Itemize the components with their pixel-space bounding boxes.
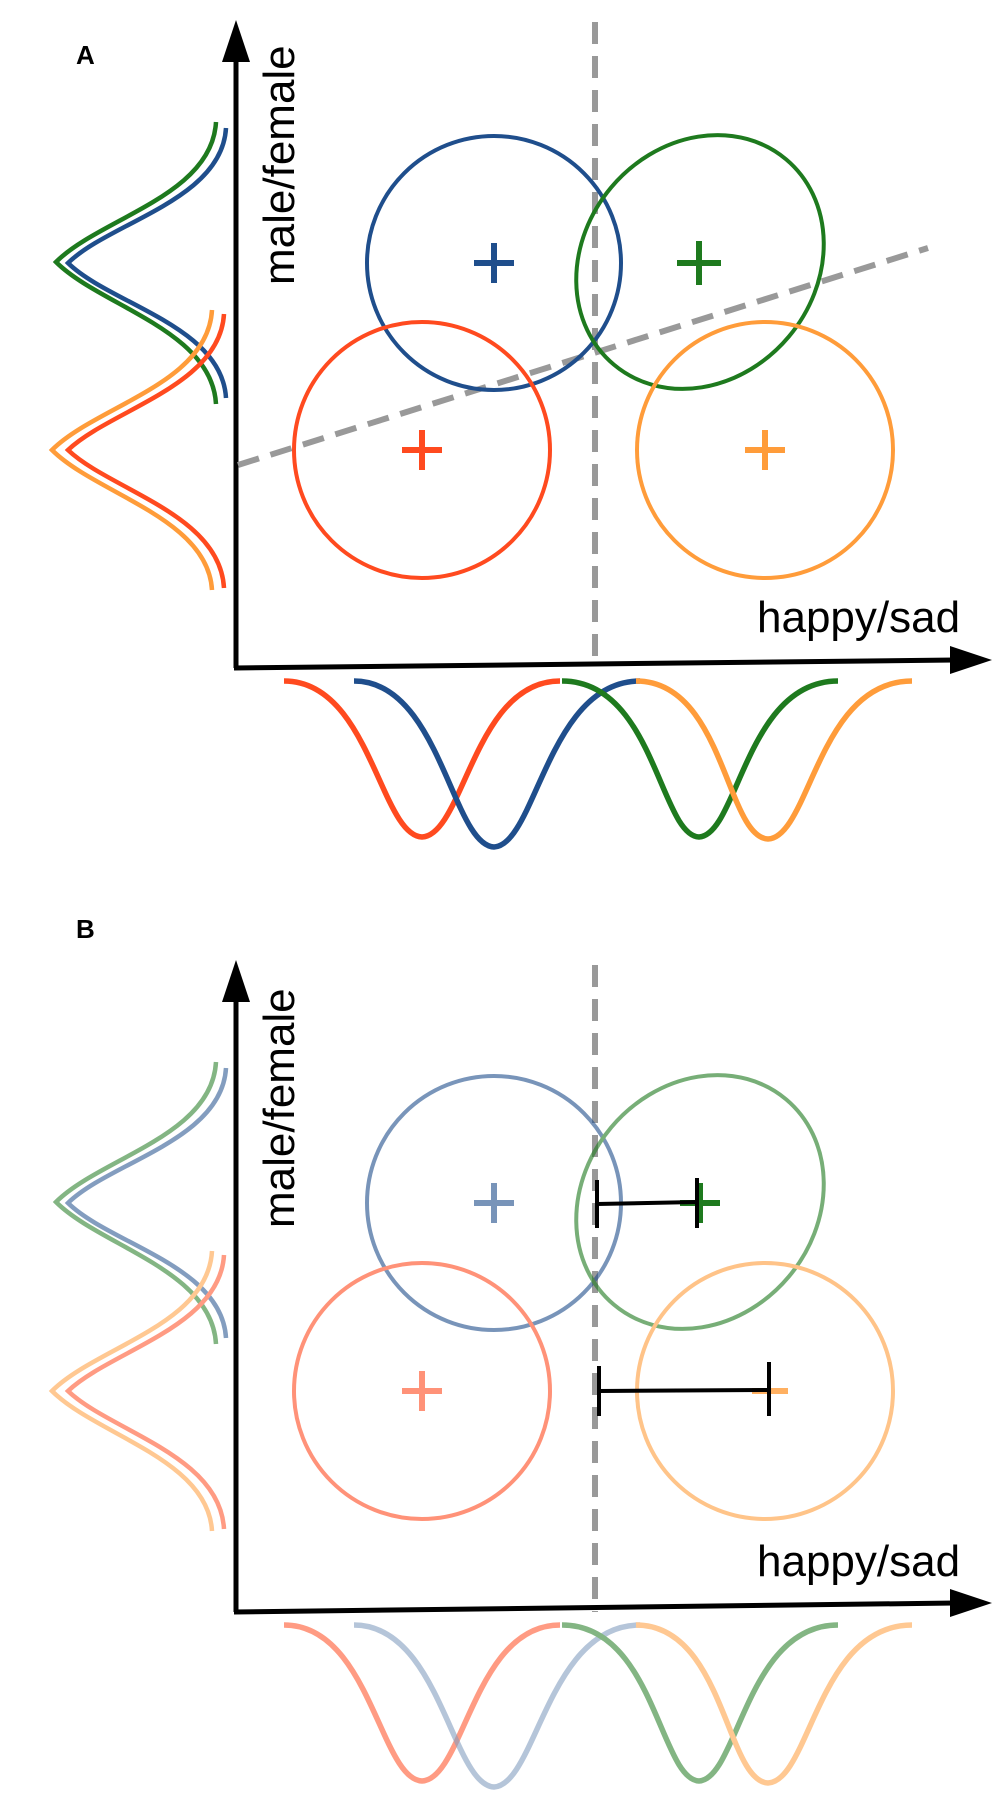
panel-a-orange-circle (635, 320, 895, 580)
panel-a: A male/female happy/sad (48, 20, 992, 850)
panel-b-axes (222, 960, 992, 1617)
panel-a-blue-centroid-plus (474, 243, 514, 283)
panel-b-red-centroid-plus (402, 1371, 442, 1411)
panel-a-y-marginal-orange (48, 309, 215, 591)
panel-b-x-axis (233, 1600, 956, 1615)
panel-b-y-marginal-red (64, 1254, 227, 1530)
panel-a-x-marginal-green (561, 678, 839, 840)
panel-a-y-arrowhead (222, 20, 250, 62)
panel-a-x-marginal-blue (353, 678, 641, 850)
panel-a-x-arrowhead (950, 646, 992, 674)
panel-a-x-axis-label: happy/sad (757, 593, 960, 642)
panel-a-blue-circle (365, 134, 623, 392)
panel-a-x-marginal-curves (283, 678, 913, 850)
panel-a-y-marginal-blue (64, 127, 229, 399)
panel-b-x-marginal-red (283, 1622, 561, 1784)
panel-b-y-marginal-curves (48, 1061, 229, 1532)
panel-a-red-centroid-plus (402, 430, 442, 470)
panel-b: B male/female happy/sad (48, 914, 992, 1790)
panel-b-green-ellipse (574, 1073, 826, 1331)
panel-b-x-marginal-blue (353, 1622, 641, 1790)
panel-b-x-marginal-orange (635, 1622, 913, 1786)
panel-b-blue-centroid-plus (474, 1183, 514, 1223)
panel-a-y-marginal-red (64, 313, 227, 589)
panel-a-x-marginal-red (283, 678, 561, 840)
panel-a-x-axis (233, 657, 956, 671)
panel-b-y-marginal-blue (64, 1067, 229, 1339)
panel-a-oblique-boundary (237, 245, 929, 468)
panel-b-x-marginal-green (561, 1622, 839, 1784)
panel-b-y-marginal-green (52, 1061, 219, 1345)
panel-a-y-marginal-green (52, 121, 219, 405)
panel-a-y-marginal-curves (48, 121, 229, 591)
panel-b-red-circle (292, 1261, 552, 1521)
panel-b-y-marginal-orange (48, 1250, 215, 1532)
panel-b-x-marginal-curves (283, 1622, 913, 1790)
panel-b-x-axis-label: happy/sad (757, 1537, 960, 1586)
panel-b-letter: B (76, 914, 95, 944)
panel-a-axes (222, 20, 992, 674)
panel-b-distance-bars (595, 1178, 771, 1416)
panel-a-letter: A (76, 40, 95, 70)
panel-b-orange-distance-bar (598, 1388, 770, 1393)
panel-a-green-centroid-plus (677, 241, 721, 285)
panel-a-green-ellipse (574, 133, 826, 391)
panel-b-y-axis-label: male/female (255, 988, 304, 1228)
panel-a-red-circle (292, 320, 552, 580)
panel-b-green-distance-bar (596, 1200, 698, 1206)
panel-b-x-arrowhead (950, 1589, 992, 1617)
panel-a-orange-centroid-plus (745, 430, 785, 470)
panel-b-y-arrowhead (222, 960, 250, 1002)
panel-a-x-marginal-orange (635, 678, 913, 842)
panel-a-y-axis-label: male/female (255, 45, 304, 285)
